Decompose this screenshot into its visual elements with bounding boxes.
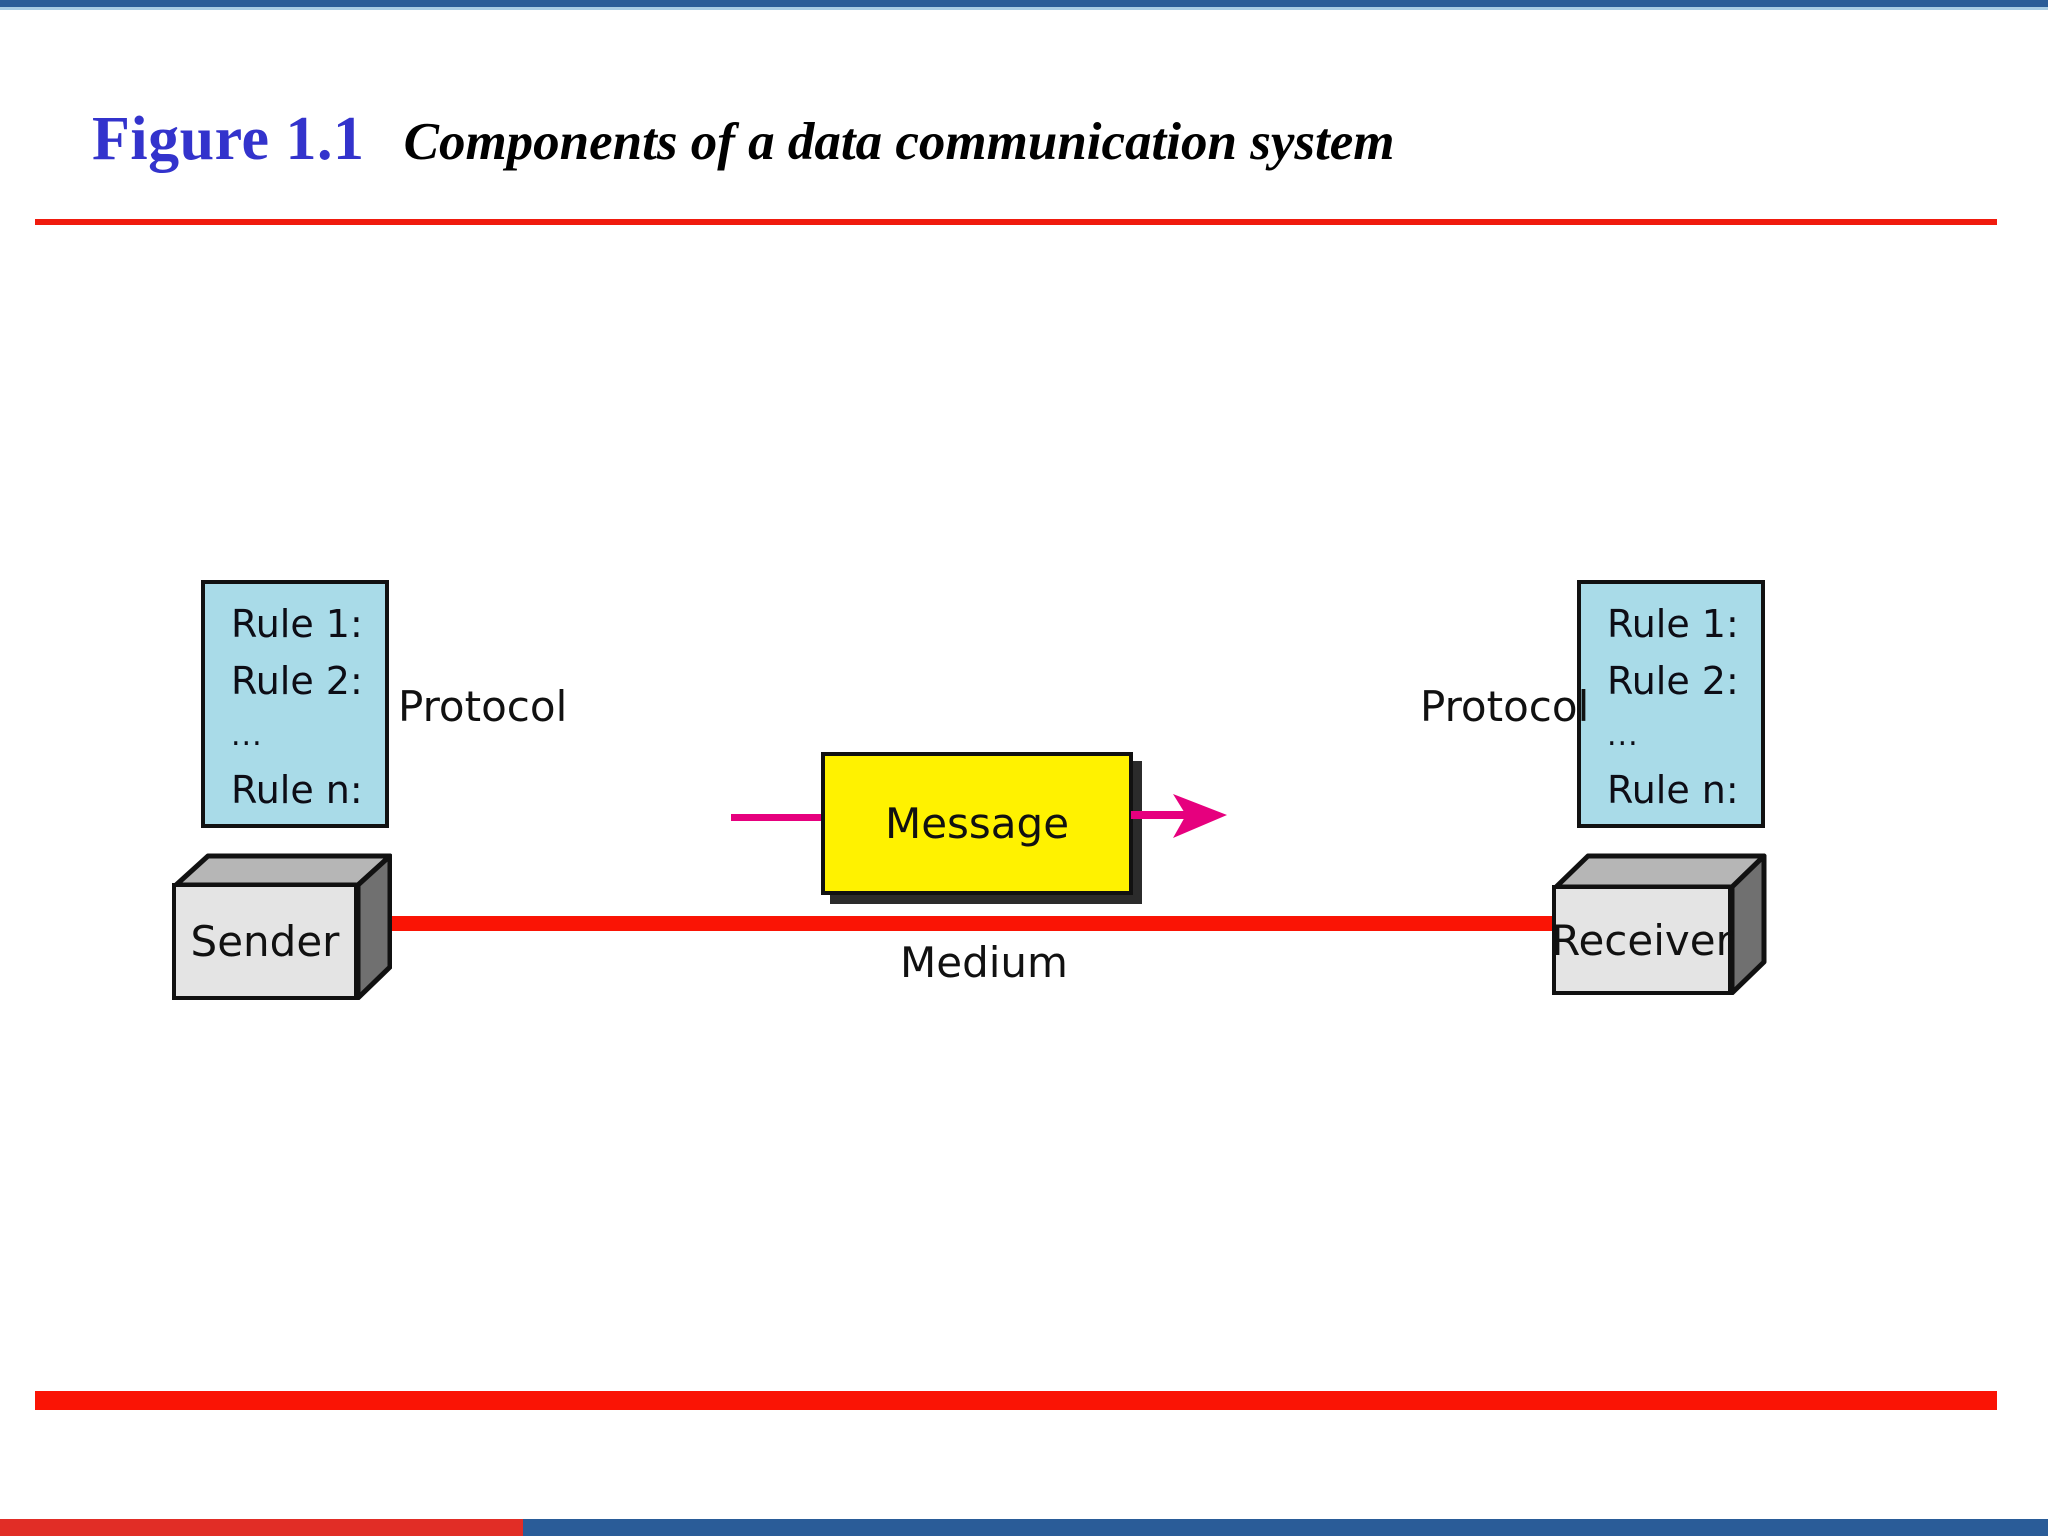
receiver-box: Receiver (1551, 852, 1767, 995)
receiver-label: Receiver (1551, 915, 1733, 965)
figure-caption: Components of a data communication syste… (403, 113, 1395, 171)
protocol-label-left: Protocol (398, 682, 568, 731)
slide-bottom-border (0, 1519, 2048, 1536)
protocol-rule-item: Rule 1: (231, 602, 363, 646)
slide-bottom-border-red (0, 1519, 523, 1536)
sender-box-face: Sender (172, 883, 358, 1000)
receiver-box-face: Receiver (1551, 885, 1733, 995)
protocol-label-right: Protocol (1420, 682, 1590, 731)
protocol-rule-item: Rule 1: (1607, 602, 1739, 646)
protocol-rule-item: Rule n: (231, 768, 363, 812)
message-box: Message (821, 752, 1133, 895)
slide-top-border (0, 0, 2048, 7)
protocol-rule-item: ... (231, 718, 263, 753)
protocol-box-right: Rule 1: Rule 2: ... Rule n: (1577, 580, 1765, 828)
figure-number: Figure 1.1 (92, 105, 365, 173)
protocol-rule-item: ... (1607, 718, 1639, 753)
message-flow-arrow-icon (1131, 794, 1227, 838)
message-flow-line-in (731, 814, 823, 821)
title-divider-rule (35, 219, 1997, 225)
sender-label: Sender (190, 917, 340, 966)
slide-bottom-border-blue (523, 1519, 2048, 1536)
medium-line (363, 916, 1559, 931)
protocol-box-left: Rule 1: Rule 2: ... Rule n: (201, 580, 389, 828)
protocol-rule-item: Rule 2: (231, 659, 363, 703)
protocol-rule-item: Rule 2: (1607, 659, 1739, 703)
figure-title: Figure 1.1 Components of a data communic… (92, 104, 1394, 175)
protocol-rule-item: Rule n: (1607, 768, 1739, 812)
bottom-divider-rule (35, 1391, 1997, 1410)
slide-top-border-accent (0, 7, 2048, 10)
receiver-cube-icon (1553, 853, 1767, 995)
message-label: Message (884, 799, 1070, 848)
medium-label: Medium (900, 938, 1068, 987)
sender-cube-icon (173, 853, 392, 1000)
sender-box: Sender (172, 852, 392, 1000)
